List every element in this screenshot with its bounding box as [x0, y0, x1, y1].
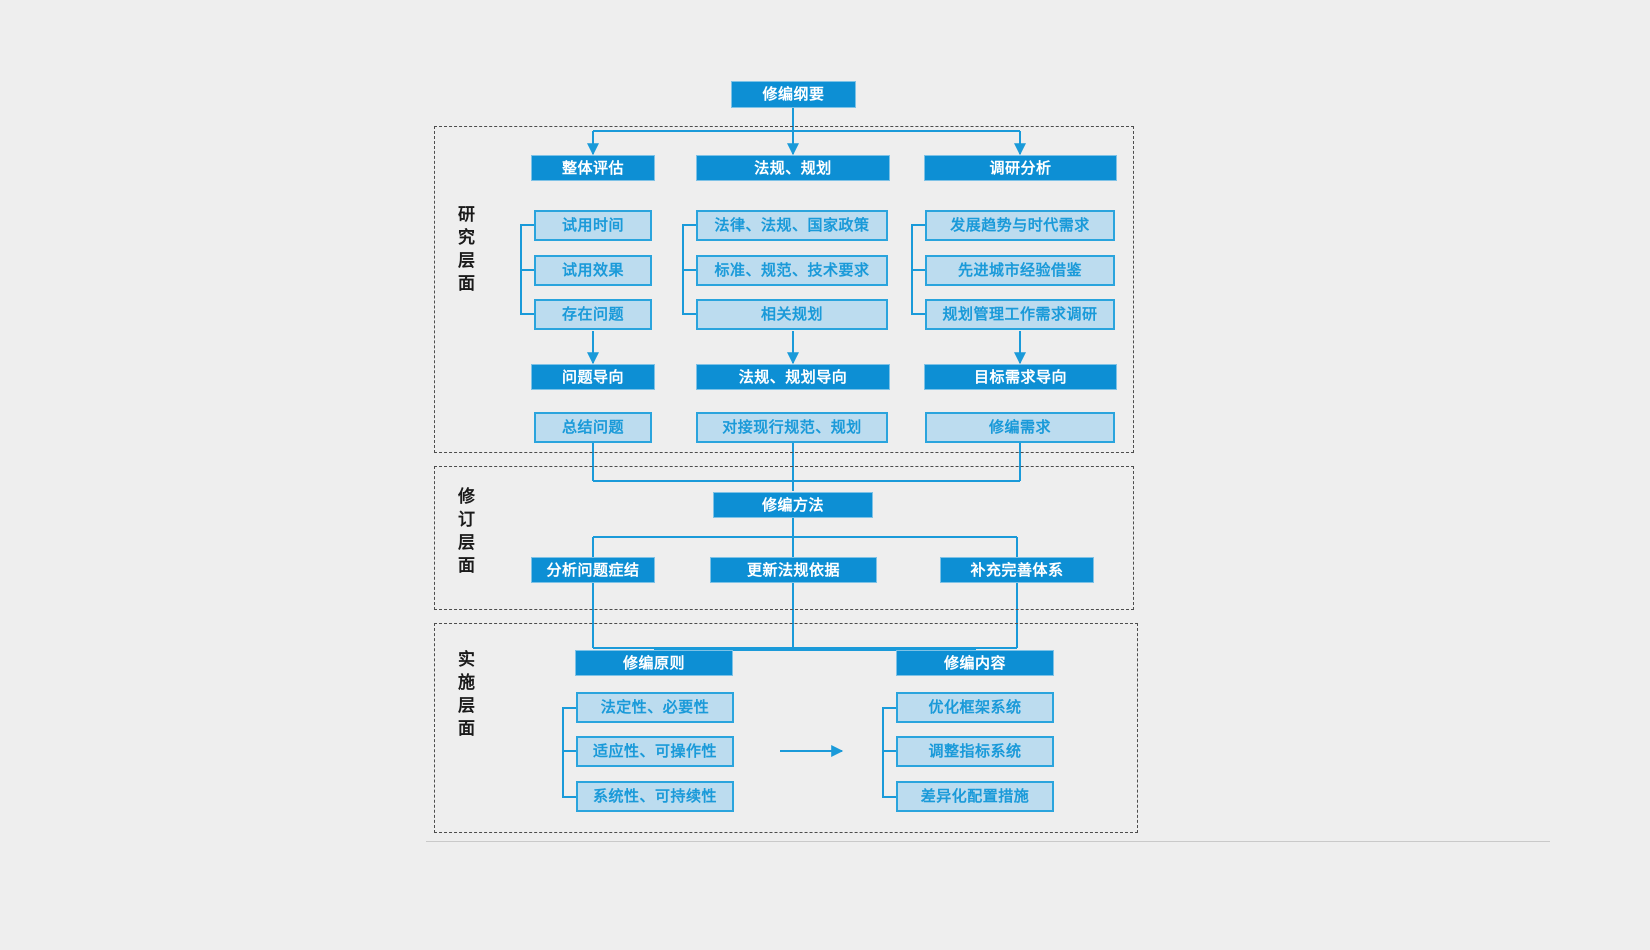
node-research-col3-item-1[interactable]: 先进城市经验借鉴	[925, 255, 1115, 286]
node-implement-group0-header[interactable]: 修编原则	[575, 650, 733, 676]
node-research-col1-item-1[interactable]: 试用效果	[534, 255, 652, 286]
node-implement-group0-item-0[interactable]: 法定性、必要性	[576, 692, 734, 723]
node-outcome-col1[interactable]: 总结问题	[534, 412, 652, 443]
node-research-col1-header[interactable]: 整体评估	[531, 155, 655, 181]
node-implement-group1-item-1[interactable]: 调整指标系统	[896, 736, 1054, 767]
section-label-revision: 修订层面	[454, 487, 474, 579]
node-revision-header[interactable]: 修编方法	[713, 492, 873, 518]
node-research-col1-item-2[interactable]: 存在问题	[534, 299, 652, 330]
node-research-col2-header[interactable]: 法规、规划	[696, 155, 890, 181]
section-label-implement: 实施层面	[454, 650, 474, 742]
section-label-research: 研究层面	[454, 205, 474, 297]
node-implement-group1-header[interactable]: 修编内容	[896, 650, 1054, 676]
bottom-rule	[426, 841, 1550, 842]
node-orientation-col2[interactable]: 法规、规划导向	[696, 364, 890, 390]
node-orientation-col1[interactable]: 问题导向	[531, 364, 655, 390]
section-box-research	[434, 126, 1134, 453]
node-revision-item-0[interactable]: 分析问题症结	[531, 557, 655, 583]
node-implement-group1-item-0[interactable]: 优化框架系统	[896, 692, 1054, 723]
node-outcome-col2[interactable]: 对接现行规范、规划	[696, 412, 888, 443]
node-research-col2-item-0[interactable]: 法律、法规、国家政策	[696, 210, 888, 241]
section-box-revision	[434, 466, 1134, 610]
node-research-col2-item-2[interactable]: 相关规划	[696, 299, 888, 330]
node-orientation-col3[interactable]: 目标需求导向	[924, 364, 1117, 390]
node-revision-item-1[interactable]: 更新法规依据	[710, 557, 877, 583]
node-research-col3-item-2[interactable]: 规划管理工作需求调研	[925, 299, 1115, 330]
section-box-implement	[434, 623, 1138, 833]
node-implement-group1-item-2[interactable]: 差异化配置措施	[896, 781, 1054, 812]
node-research-col3-header[interactable]: 调研分析	[924, 155, 1117, 181]
node-outcome-col3[interactable]: 修编需求	[925, 412, 1115, 443]
node-research-col2-item-1[interactable]: 标准、规范、技术要求	[696, 255, 888, 286]
node-research-col3-item-0[interactable]: 发展趋势与时代需求	[925, 210, 1115, 241]
node-implement-group0-item-1[interactable]: 适应性、可操作性	[576, 736, 734, 767]
node-revision-item-2[interactable]: 补充完善体系	[940, 557, 1094, 583]
node-root[interactable]: 修编纲要	[731, 81, 856, 108]
node-research-col1-item-0[interactable]: 试用时间	[534, 210, 652, 241]
node-implement-group0-item-2[interactable]: 系统性、可持续性	[576, 781, 734, 812]
